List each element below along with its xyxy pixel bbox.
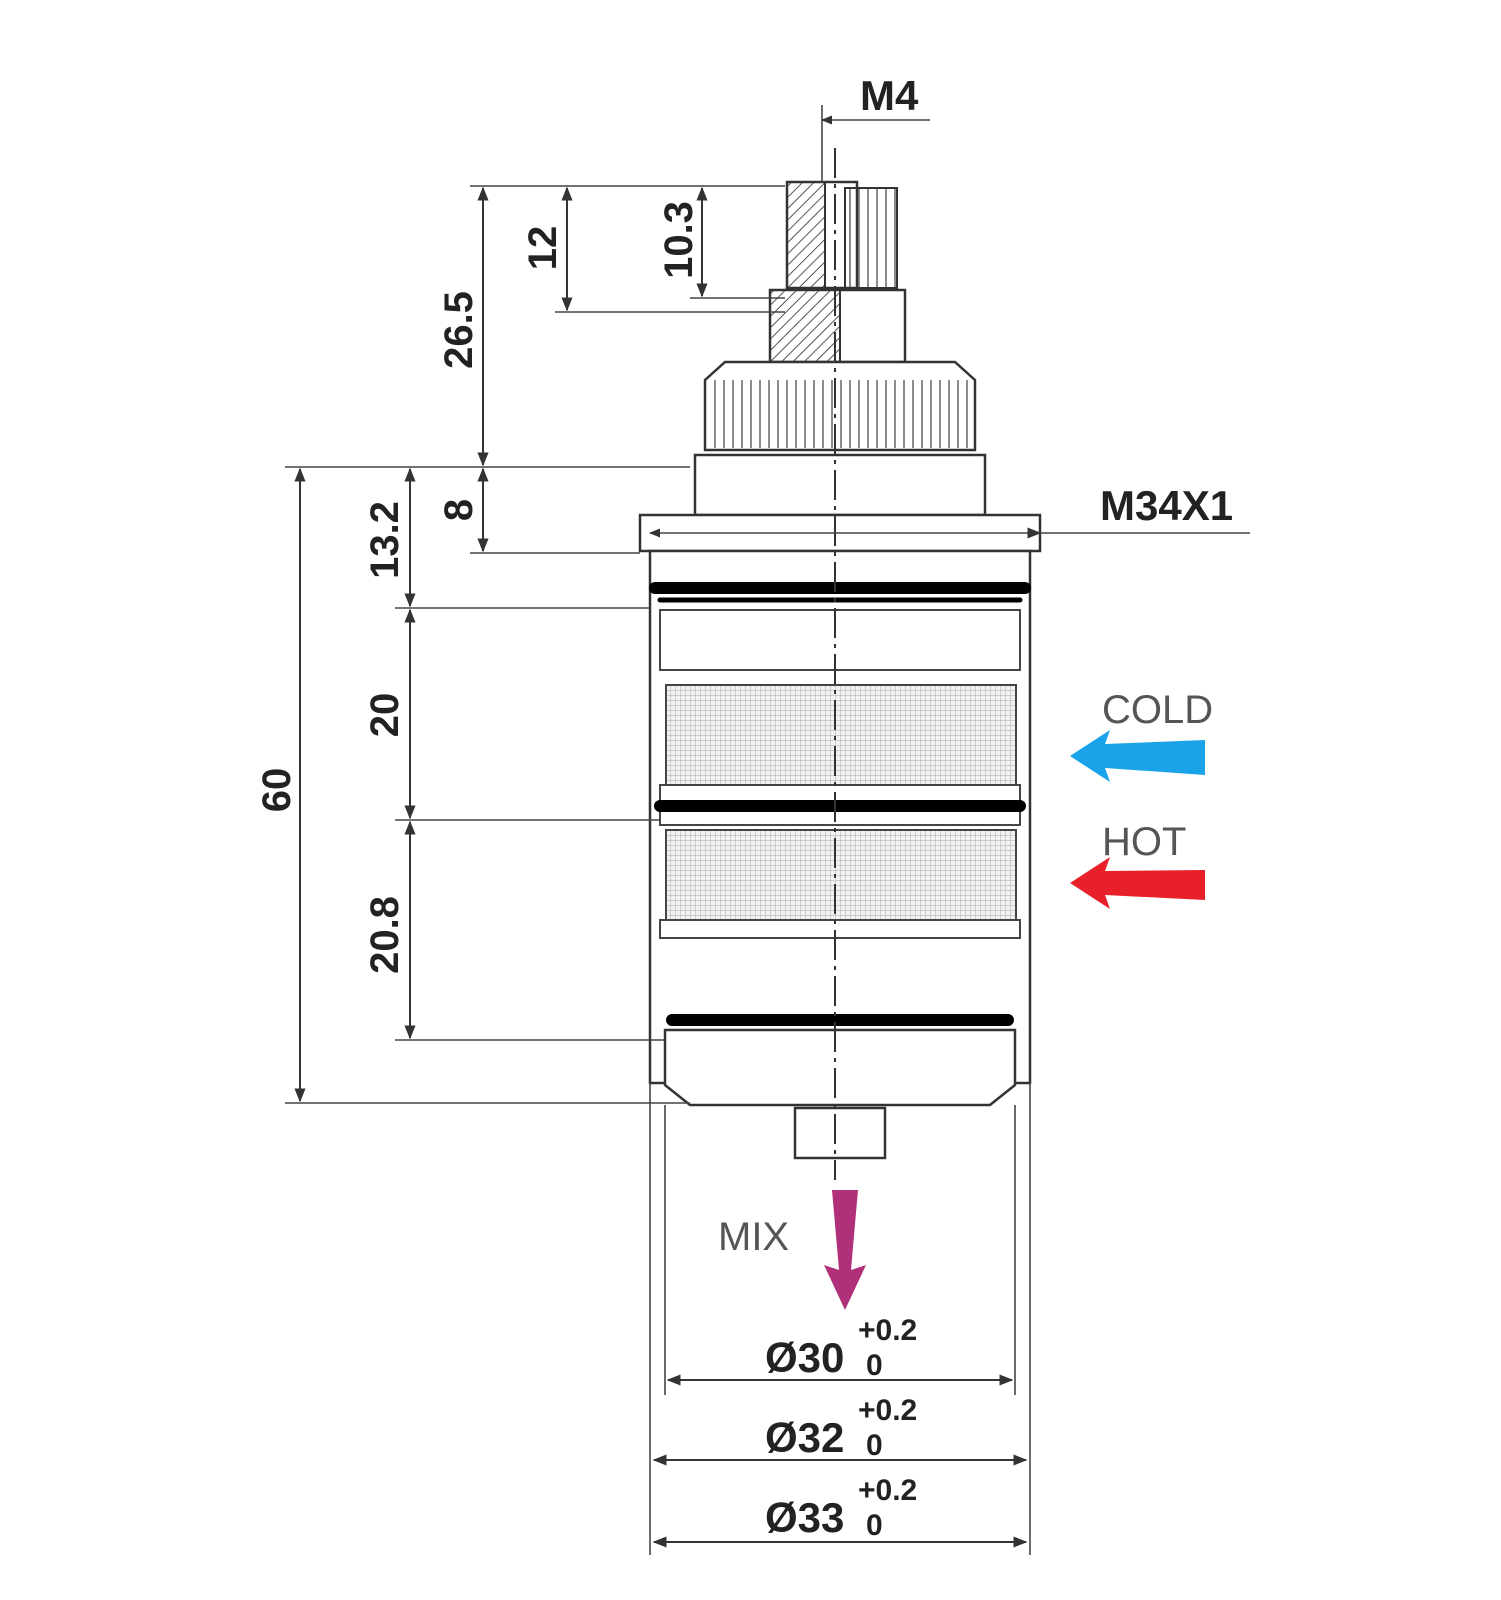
- cold-inlet-arrow: [1070, 730, 1205, 782]
- hot-inlet-mesh: [665, 829, 1017, 921]
- dim-20-8: 20.8: [363, 896, 407, 974]
- thread-m34x1-label: M34X1: [1100, 482, 1233, 529]
- lower-band: [659, 919, 1021, 939]
- cold-label: COLD: [1102, 688, 1213, 732]
- dia-33-upper-tol: +0.2: [858, 1474, 917, 1507]
- dia-30-upper-tol: +0.2: [858, 1314, 917, 1347]
- dia-32-upper-tol: +0.2: [858, 1394, 917, 1427]
- cold-inlet-mesh: [665, 684, 1017, 786]
- mix-outlet-arrow: [824, 1190, 866, 1310]
- shoulder: [693, 453, 987, 517]
- mix-arrow-icon: [824, 1190, 866, 1310]
- outlet-stub: [793, 1106, 887, 1160]
- upper-band: [659, 609, 1021, 671]
- hot-inlet-arrow: [1070, 857, 1205, 909]
- spindle-spline: [844, 187, 898, 289]
- dia-32-lower-tol: 0: [866, 1429, 883, 1462]
- dia-32-main: Ø32: [765, 1414, 844, 1461]
- dia-30-main: Ø30: [765, 1334, 844, 1381]
- dia-33-lower-tol: 0: [866, 1509, 883, 1542]
- dia-33-label: Ø33 +0.2 0: [765, 1474, 917, 1542]
- cold-arrow-icon: [1070, 730, 1205, 782]
- dim-20: 20: [363, 693, 407, 738]
- bottom-cap: [663, 1028, 1017, 1107]
- hot-label: HOT: [1102, 820, 1186, 864]
- dim-26-5: 26.5: [437, 291, 481, 369]
- mix-label: MIX: [718, 1215, 789, 1259]
- thread-m4-label: M4: [860, 72, 919, 119]
- thread-callouts: [648, 105, 1250, 539]
- dim-8: 8: [437, 499, 481, 521]
- dim-13-2: 13.2: [363, 501, 407, 579]
- dia-32-label: Ø32 +0.2 0: [765, 1394, 917, 1462]
- neck-hatched-section: [769, 289, 841, 363]
- bottom-dimension-lines: [649, 1083, 1031, 1555]
- dia-30-lower-tol: 0: [866, 1349, 883, 1382]
- nut-knurling: [708, 380, 972, 448]
- dia-30-label: Ø30 +0.2 0: [765, 1314, 917, 1382]
- dia-33-main: Ø33: [765, 1494, 844, 1541]
- spindle-hatched-section: [786, 181, 826, 289]
- hot-arrow-icon: [1070, 857, 1205, 909]
- dim-10-3: 10.3: [657, 201, 701, 279]
- left-dimension-lines: [285, 185, 785, 1104]
- dim-60: 60: [255, 768, 299, 813]
- cartridge-body: [638, 148, 1042, 1180]
- dim-12: 12: [521, 226, 565, 271]
